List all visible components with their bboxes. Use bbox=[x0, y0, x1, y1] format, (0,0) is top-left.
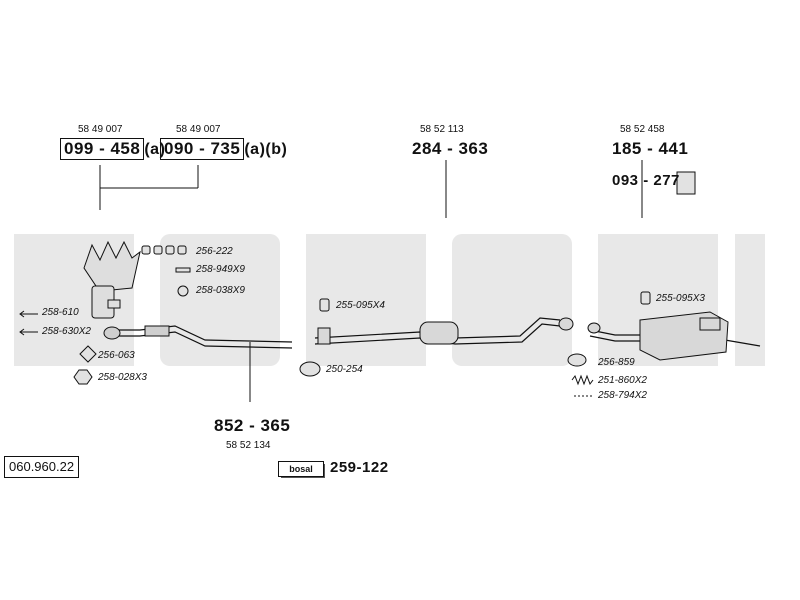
fitting-label[interactable]: 258-028X3 bbox=[98, 372, 147, 383]
part-number-box-1: 099 - 458 bbox=[60, 138, 145, 160]
fitting-label[interactable]: 255-095X4 bbox=[336, 300, 385, 311]
part-suffix-2: (a)(b) bbox=[244, 141, 288, 158]
brand-logo: bosal bbox=[278, 461, 324, 477]
fitting-label[interactable]: 251-860X2 bbox=[598, 375, 647, 386]
oe-number-6: 58 52 134 bbox=[226, 440, 271, 451]
fitting-label[interactable]: 258-038X9 bbox=[196, 285, 245, 296]
fitting-label[interactable]: 256-859 bbox=[598, 357, 635, 368]
fitting-label[interactable]: 255-095X3 bbox=[656, 293, 705, 304]
watermark-letter-o bbox=[160, 234, 280, 366]
part-number-852-365[interactable]: 852 - 365 bbox=[214, 416, 291, 435]
oe-number-1: 58 49 007 bbox=[78, 124, 123, 135]
part-number-259-122[interactable]: 259-122 bbox=[330, 459, 389, 476]
oe-number-2: 58 49 007 bbox=[176, 124, 221, 135]
fitting-label[interactable]: 256-063 bbox=[98, 350, 135, 361]
oe-number-3: 58 52 113 bbox=[420, 124, 464, 135]
fitting-label[interactable]: 258-610 bbox=[42, 307, 79, 318]
fitting-label[interactable]: 258-630X2 bbox=[42, 326, 91, 337]
fitting-label[interactable]: 258-949X9 bbox=[196, 264, 245, 275]
reference-number: 060.960.22 bbox=[4, 456, 80, 478]
oe-number-4: 58 52 458 bbox=[620, 124, 665, 135]
part-number-box-2: 090 - 735 bbox=[160, 138, 245, 160]
part-suffix-1: (a) bbox=[144, 141, 166, 158]
part-number-099-458[interactable]: 099 - 458(a) bbox=[60, 138, 165, 160]
part-number-093-277[interactable]: 093 - 277 bbox=[612, 172, 680, 189]
fitting-label[interactable]: 256-222 bbox=[196, 246, 233, 257]
fitting-label[interactable]: 250-254 bbox=[326, 364, 363, 375]
part-number-090-735[interactable]: 090 - 735(a)(b) bbox=[160, 138, 287, 160]
part-number-185-441[interactable]: 185 - 441 bbox=[612, 139, 689, 158]
fitting-label[interactable]: 258-794X2 bbox=[598, 390, 647, 401]
part-number-284-363[interactable]: 284 - 363 bbox=[412, 139, 489, 158]
